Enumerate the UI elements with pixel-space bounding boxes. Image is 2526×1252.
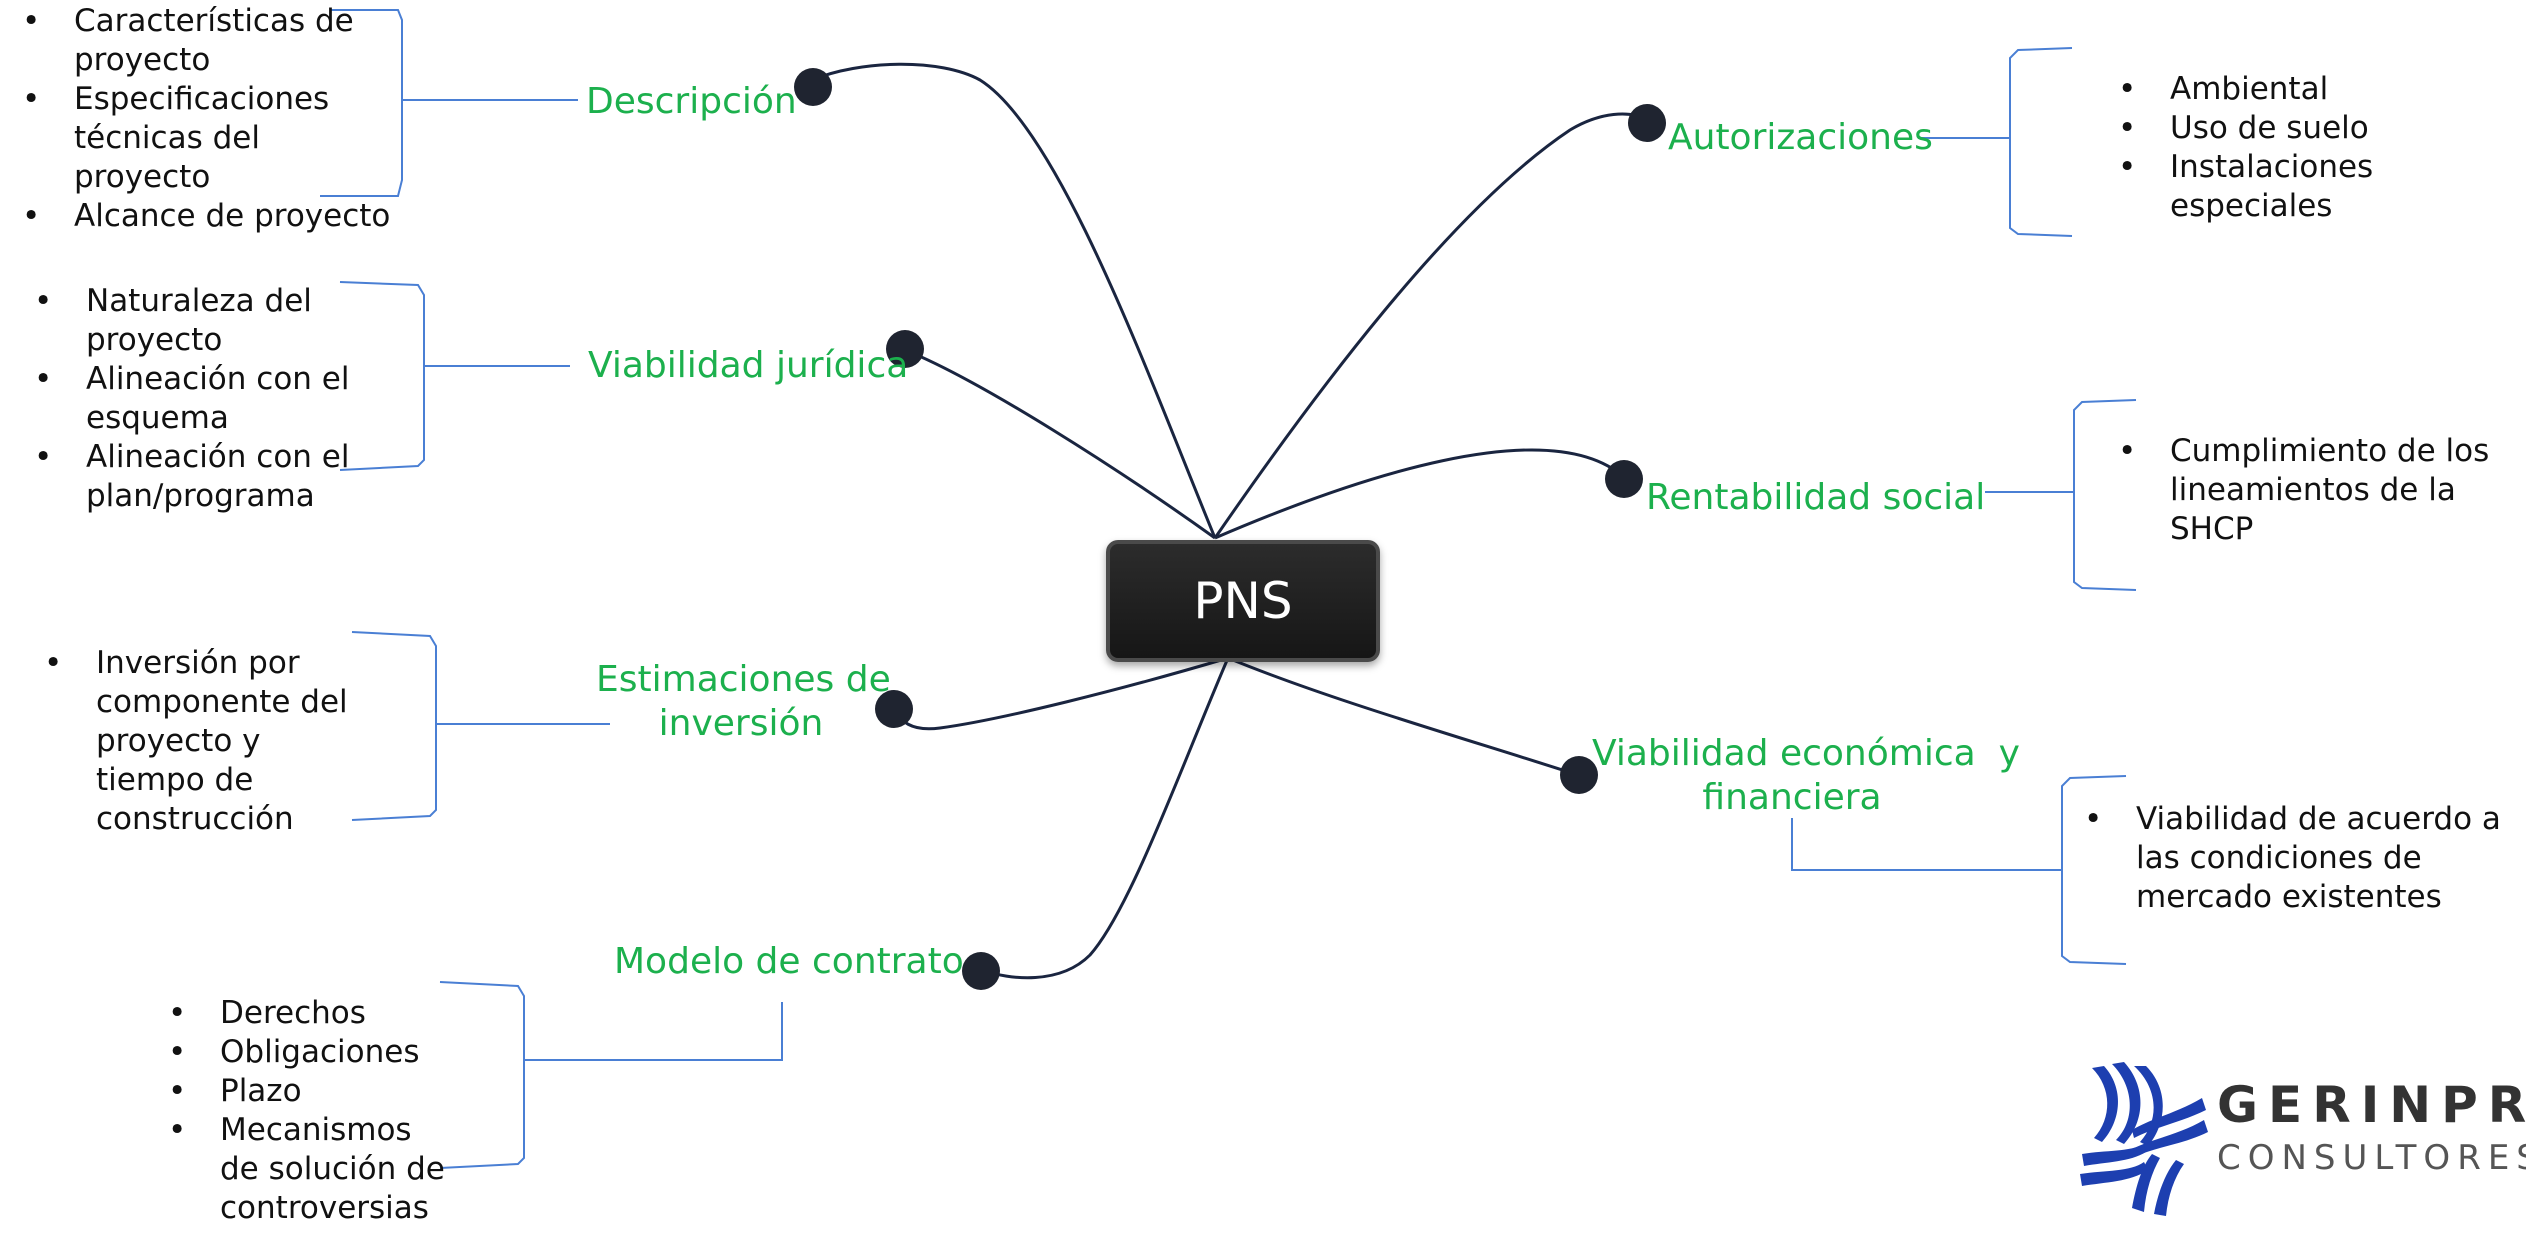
list-contrato: Derechos Obligaciones Plazo Mecanismos d…: [168, 994, 450, 1228]
wire-rentabilidad: [1214, 448, 1627, 540]
center-label: PNS: [1193, 572, 1293, 630]
label-juridica: Viabilidad jurídica: [588, 345, 909, 386]
node-descripcion: [794, 68, 832, 106]
label-autorizaciones: Autorizaciones: [1668, 117, 1933, 158]
label-economica-line1: Viabilidad económica y: [1592, 733, 2020, 774]
bracket-juridica: [339, 281, 425, 471]
list-inversion: Inversión por componente del proyecto y …: [44, 644, 366, 839]
bracket-inversion: [351, 631, 437, 821]
label-inversion: Estimaciones de inversión: [596, 658, 891, 746]
gerinpro-logo: GERINPRO CONSULTORES: [2072, 1058, 2526, 1218]
node-contrato: [962, 952, 1000, 990]
wire-economica: [1227, 656, 1579, 777]
node-inversion: [875, 690, 913, 728]
list-item: Uso de suelo: [2118, 109, 2520, 148]
list-item: Especificaciones técnicas del proyecto: [22, 80, 404, 197]
node-economica: [1560, 756, 1598, 794]
label-contrato: Modelo de contrato: [614, 941, 964, 982]
list-item: Alcance de proyecto: [22, 197, 404, 236]
wire-contrato: [981, 657, 1230, 980]
wire-inversion: [893, 656, 1229, 731]
list-item: Instalaciones especiales: [2118, 148, 2520, 226]
bracket-contrato: [439, 981, 525, 1169]
list-item: Ambiental: [2118, 70, 2520, 109]
logo-name: GERINPRO: [2217, 1076, 2526, 1134]
bracket-link-contrato: [524, 1002, 783, 1061]
list-item: Mecanismos de solución de controversias: [168, 1111, 450, 1228]
list-item: Cumplimiento de los lineamientos de la S…: [2118, 432, 2520, 549]
bracket-autorizaciones: [2009, 47, 2073, 237]
list-autorizaciones: Ambiental Uso de suelo Instalaciones esp…: [2118, 70, 2520, 226]
label-inversion-line1: Estimaciones de: [596, 659, 891, 700]
list-item: Características de proyecto: [22, 2, 404, 80]
swirl-logo-icon: [2080, 1062, 2208, 1216]
list-rentabilidad: Cumplimiento de los lineamientos de la S…: [2118, 432, 2520, 549]
list-juridica: Naturaleza del proyecto Alineación con e…: [34, 282, 366, 516]
wire-descripcion: [811, 62, 1217, 539]
wire-juridica: [904, 348, 1216, 540]
label-rentabilidad: Rentabilidad social: [1646, 477, 1986, 518]
node-autorizaciones: [1628, 104, 1666, 142]
list-descripcion: Características de proyecto Especificaci…: [22, 2, 404, 236]
bracket-link-economica: [1791, 818, 2062, 871]
node-juridica: [886, 330, 924, 368]
list-item: Derechos: [168, 994, 450, 1033]
label-economica-line2: financiera: [1702, 777, 1882, 818]
list-item: Alineación con el esquema: [34, 360, 366, 438]
list-economica: Viabilidad de acuerdo a las condiciones …: [2084, 800, 2521, 917]
logo-subtitle: CONSULTORES: [2217, 1138, 2526, 1178]
bracket-rentabilidad: [2073, 399, 2137, 591]
label-economica: Viabilidad económica y financiera: [1592, 732, 2020, 820]
list-item: Alineación con el plan/programa: [34, 438, 366, 516]
list-item: Inversión por componente del proyecto y …: [44, 644, 366, 839]
list-item: Plazo: [168, 1072, 450, 1111]
list-item: Naturaleza del proyecto: [34, 282, 366, 360]
wire-autorizaciones: [1213, 112, 1649, 539]
label-inversion-line2: inversión: [658, 703, 824, 744]
center-node: PNS: [1106, 540, 1380, 662]
list-item: Obligaciones: [168, 1033, 450, 1072]
list-item: Viabilidad de acuerdo a las condiciones …: [2084, 800, 2521, 917]
label-descripcion: Descripción: [586, 81, 797, 122]
node-rentabilidad: [1605, 460, 1643, 498]
